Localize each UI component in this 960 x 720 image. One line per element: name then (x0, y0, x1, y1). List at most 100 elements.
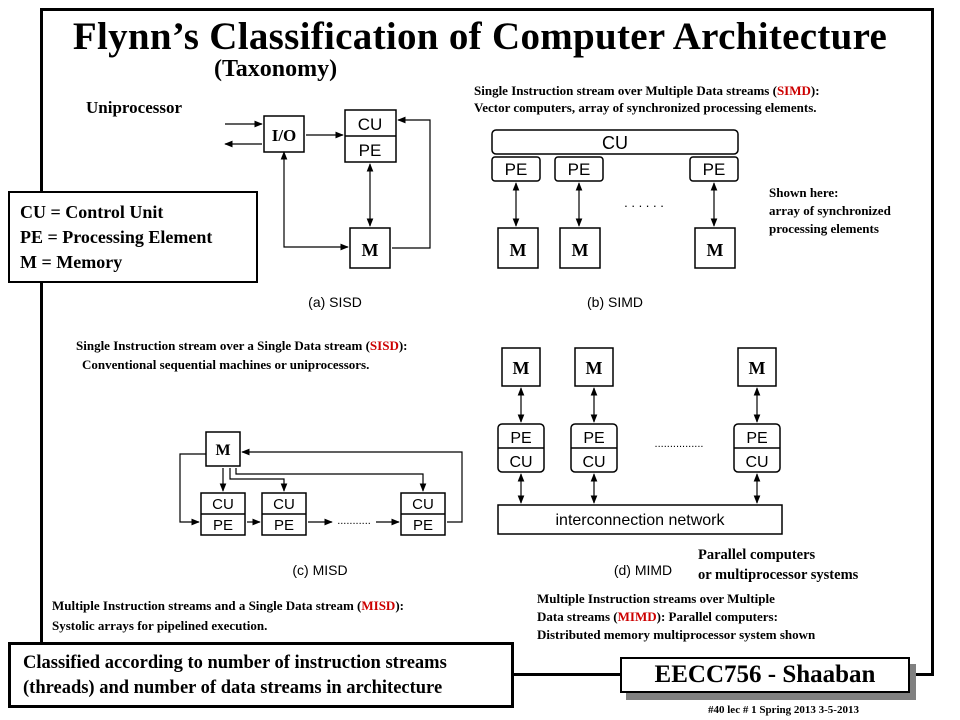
sisd-description: Single Instruction stream over a Single … (76, 336, 408, 374)
parallel-label-line: Parallel computers (698, 547, 816, 563)
memory-label: M (510, 240, 527, 260)
pe-label: PE (568, 160, 591, 179)
pe-box (554, 156, 604, 182)
legend-pe: PE = Processing Element (20, 227, 213, 247)
memory-box (559, 227, 601, 269)
memory-box (694, 227, 736, 269)
mimd-desc-line3: Distributed memory multiprocessor system… (537, 627, 816, 642)
memory-box (574, 347, 614, 387)
arrow (241, 448, 463, 523)
sisd-desc-suffix: ): (398, 338, 408, 353)
misd-acronym: MISD (361, 598, 396, 613)
memory-label: M (215, 442, 230, 459)
mimd-desc-suffix: ): Parallel computers: (656, 609, 778, 624)
memory-label: M (707, 240, 724, 260)
arrow (392, 116, 431, 249)
cu-label: CU (358, 115, 383, 134)
simd-note-line: array of synchronized (769, 203, 891, 218)
pe-label: PE (213, 517, 233, 534)
memory-label: M (749, 358, 766, 378)
legend-box: CU = Control Unit PE = Processing Elemen… (8, 191, 258, 283)
legend-m: M = Memory (20, 252, 123, 272)
pe-label: PE (359, 141, 382, 160)
pe-label: PE (274, 517, 294, 534)
simd-cu-box (491, 129, 739, 155)
ellipsis: ................ (655, 438, 704, 450)
memory-label: M (572, 240, 589, 260)
pe-label: PE (583, 430, 604, 447)
slide-title: Flynn’s Classification of Computer Archi… (72, 15, 888, 58)
arrow (229, 468, 288, 492)
simd-desc-text: Single Instruction stream over Multiple … (474, 83, 777, 98)
memory-box (205, 431, 241, 467)
arrow (280, 151, 349, 251)
brand-label: EECC756 - Shaaban (620, 657, 910, 693)
ellipsis: ........... (337, 515, 371, 527)
summary-line: (threads) and number of data streams in … (23, 678, 443, 698)
memory-box (497, 227, 539, 269)
legend-cu: CU = Control Unit (20, 202, 164, 222)
misd-desc-line2: Systolic arrays for pipelined execution. (52, 618, 268, 633)
misd-diagram: M CU PE CU PE CU PE ........... (c) MISD (179, 431, 463, 578)
arrow (179, 453, 206, 526)
memory-box (501, 347, 541, 387)
arrow (235, 468, 427, 492)
simd-diagram: CU PE PE PE . . . . . . M M M (b) SIMD (491, 129, 739, 310)
pe-box (491, 156, 541, 182)
pe-label: PE (413, 517, 433, 534)
cu-label: CU (509, 454, 532, 471)
slide-subtitle: (Taxonomy) (214, 56, 338, 82)
footnote: #40 lec # 1 Spring 2013 3-5-2013 (708, 704, 859, 716)
mimd-diagram: M M M PE CU PE CU PE CU ................… (497, 347, 783, 578)
misd-caption: (c) MISD (292, 562, 347, 578)
memory-label: M (362, 240, 379, 260)
memory-box (349, 227, 391, 269)
memory-label: M (513, 358, 530, 378)
pe-label: PE (703, 160, 726, 179)
mimd-desc-text: Data streams ( (537, 609, 618, 624)
pe-label: PE (510, 430, 531, 447)
mimd-desc-line1: Multiple Instruction streams over Multip… (537, 591, 775, 606)
sisd-desc-text: Single Instruction stream over a Single … (76, 338, 370, 353)
simd-note-line: Shown here: (769, 185, 839, 200)
cu-label: CU (602, 133, 628, 153)
io-label: I/O (272, 126, 297, 145)
misd-desc-suffix: ): (395, 598, 404, 613)
parallel-label-line: or multiprocessor systems (698, 567, 859, 583)
simd-desc-line2: Vector computers, array of synchronized … (474, 100, 817, 115)
pe-label: PE (505, 160, 528, 179)
simd-desc-suffix: ): (810, 83, 820, 98)
sisd-desc-line2: Conventional sequential machines or unip… (82, 357, 370, 372)
summary-box: Classified according to number of instru… (8, 642, 514, 708)
sisd-diagram: I/O CU PE M (a) SISD (224, 109, 431, 310)
memory-label: M (586, 358, 603, 378)
misd-desc-text: Multiple Instruction streams and a Singl… (52, 598, 362, 613)
interconnection-network-box (497, 504, 783, 535)
simd-caption: (b) SIMD (587, 294, 643, 310)
parallel-label: Parallel computers or multiprocessor sys… (698, 545, 858, 585)
simd-description: Single Instruction stream over Multiple … (474, 82, 820, 116)
interconnection-network-label: interconnection network (556, 512, 726, 529)
cu-label: CU (212, 496, 234, 513)
pe-label: PE (746, 430, 767, 447)
summary-line: Classified according to number of instru… (23, 653, 447, 673)
cu-label: CU (745, 454, 768, 471)
ellipsis: . . . . . . (624, 195, 664, 210)
simd-note-line: processing elements (769, 221, 879, 236)
simd-acronym: SIMD (776, 83, 811, 98)
cu-label: CU (582, 454, 605, 471)
memory-box (737, 347, 777, 387)
mimd-caption: (d) MIMD (614, 562, 672, 578)
mimd-acronym: MIMD (617, 609, 657, 624)
mimd-description: Multiple Instruction streams over Multip… (537, 590, 815, 644)
sisd-acronym: SISD (369, 338, 399, 353)
misd-description: Multiple Instruction streams and a Singl… (52, 596, 404, 636)
sisd-caption: (a) SISD (308, 294, 362, 310)
pe-box (689, 156, 739, 182)
simd-note: Shown here: array of synchronized proces… (769, 184, 891, 238)
cu-label: CU (412, 496, 434, 513)
cu-label: CU (273, 496, 295, 513)
uniprocessor-label: Uniprocessor (86, 98, 183, 117)
